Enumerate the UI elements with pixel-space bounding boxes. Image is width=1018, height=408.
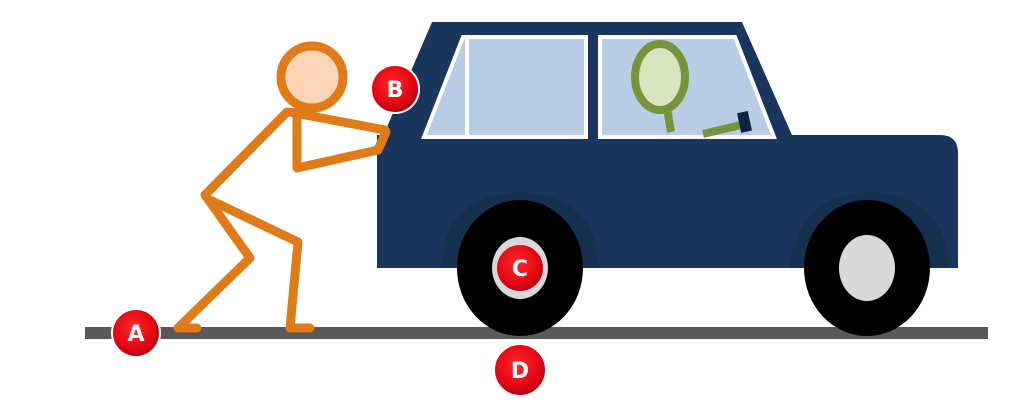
marker-d-label: D bbox=[511, 359, 529, 384]
marker-c: C bbox=[493, 241, 547, 295]
person-arm-lower bbox=[292, 107, 391, 173]
person-head bbox=[276, 41, 348, 113]
marker-a: A bbox=[111, 308, 161, 358]
car bbox=[377, 22, 958, 336]
marker-a-label: A bbox=[127, 322, 144, 347]
person-torso bbox=[200, 107, 292, 200]
driver-arm bbox=[702, 120, 746, 138]
driver-neck bbox=[663, 107, 675, 133]
driver-head bbox=[631, 40, 689, 114]
person-arm-upper bbox=[285, 107, 390, 135]
marker-b: B bbox=[370, 64, 420, 114]
marker-c-label: C bbox=[512, 257, 528, 282]
person-pushing bbox=[173, 41, 391, 333]
person-front-leg bbox=[205, 195, 315, 333]
rear-window bbox=[421, 35, 588, 139]
marker-d: D bbox=[493, 343, 547, 397]
marker-b-label: B bbox=[387, 78, 404, 103]
rear-hubcap bbox=[839, 235, 895, 301]
steering-wheel-icon bbox=[737, 110, 752, 133]
person-rear-leg bbox=[173, 190, 255, 333]
